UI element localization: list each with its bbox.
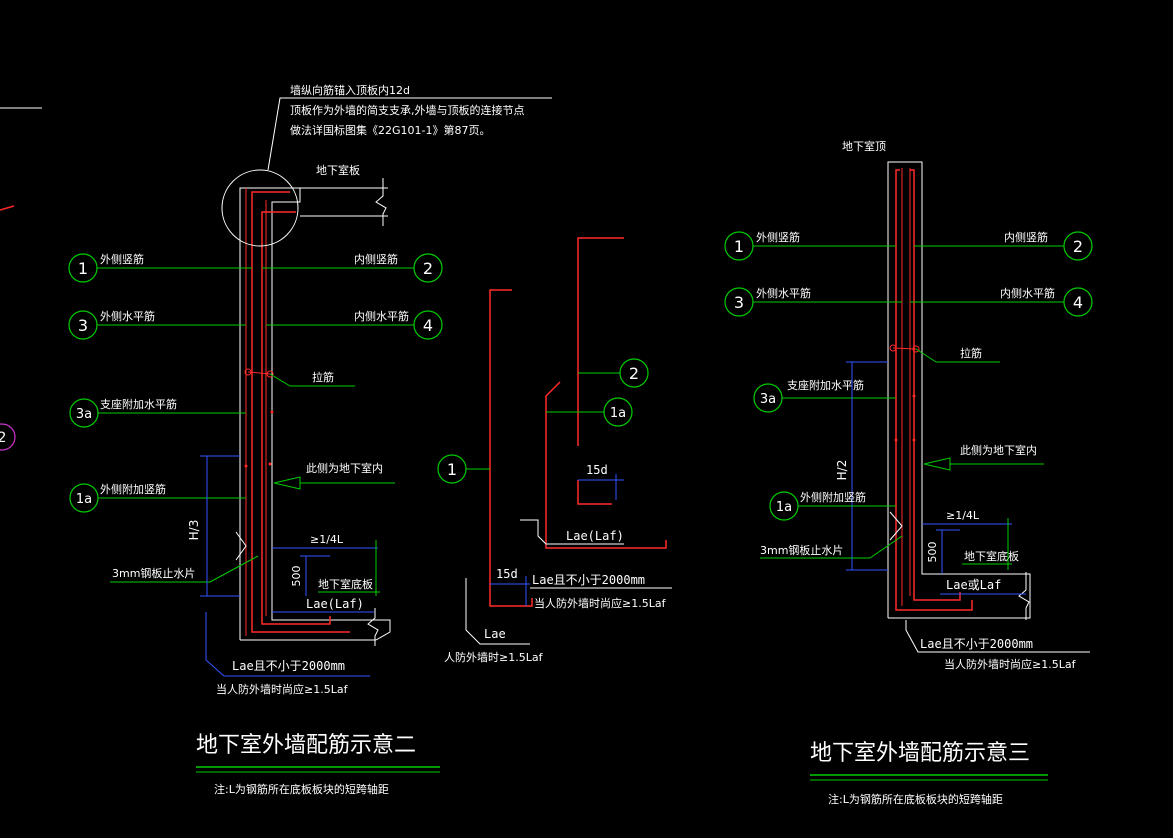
label-inner-horizontal: 内侧水平筋 bbox=[354, 309, 409, 323]
roof-label-three: 地下室顶 bbox=[842, 139, 886, 153]
drawing-two-title: 地下室外墙配筋示意二 bbox=[196, 733, 416, 758]
label-support-horizontal: 支座附加水平筋 bbox=[100, 397, 177, 411]
rebar-inner bbox=[261, 211, 331, 625]
three-label-floor-slab: 地下室底板 bbox=[964, 549, 1019, 563]
three-label-basement-side: 此侧为地下室内 bbox=[960, 443, 1037, 457]
three-label-inner-horizontal: 内侧水平筋 bbox=[1000, 286, 1055, 300]
label-tie-bar: 拉筋 bbox=[312, 370, 334, 384]
three-label-quarter-span: ≥1/4L bbox=[946, 509, 980, 522]
three-label-civil-defense: 当人防外墙时尚应≥1.5Laf bbox=[944, 657, 1077, 671]
label-inner-vertical: 内侧竖筋 bbox=[354, 252, 398, 266]
label-h-third: H/3 bbox=[187, 520, 201, 541]
marker-3a: 3a bbox=[76, 407, 92, 422]
top-note-line2: 顶板作为外墙的简支支承,外墙与顶板的连接节点 bbox=[290, 103, 525, 117]
drawing-three: 地下室顶 1 外侧竖筋 2 内侧竖筋 3 外侧水平筋 4 内侧水平筋 bbox=[724, 139, 1093, 806]
slab-break-top bbox=[375, 178, 387, 226]
middle-lae-min: Lae且不小于2000mm bbox=[532, 573, 645, 587]
label-outer-additional: 外侧附加竖筋 bbox=[100, 482, 166, 496]
middle-lae: Lae bbox=[484, 627, 506, 641]
drawing-three-title: 地下室外墙配筋示意三 bbox=[810, 741, 1030, 766]
label-lae-min: Lae且不小于2000mm bbox=[232, 659, 345, 673]
label-civil-defense: 当人防外墙时尚应≥1.5Laf bbox=[216, 682, 349, 696]
drawing-two-note: 注:L为钢筋所在底板板块的短跨轴距 bbox=[214, 782, 389, 796]
top-note-line1: 墙纵向筋锚入顶板内12d bbox=[290, 83, 410, 97]
middle-15d-upper: 15d bbox=[586, 463, 608, 477]
three-label-outer-vertical: 外侧竖筋 bbox=[756, 230, 800, 244]
rebar-outer bbox=[251, 191, 350, 633]
label-lae-laf: Lae(Laf) bbox=[306, 597, 364, 611]
three-label-h-half: H/2 bbox=[835, 460, 849, 481]
label-quarter-span: ≥1/4L bbox=[310, 533, 344, 546]
marker-4: 4 bbox=[423, 316, 433, 335]
three-marker-1: 1 bbox=[734, 237, 744, 256]
left-edge-fragments: 2 bbox=[0, 107, 42, 451]
middle-lae-laf: Lae(Laf) bbox=[566, 529, 624, 543]
top-note-line3: 做法详国标图集《22G101-1》第87页。 bbox=[290, 123, 490, 137]
three-label-lae-or-laf: Lae或Laf bbox=[946, 578, 1001, 592]
marker-circle bbox=[603, 397, 633, 427]
roof-label: 地下室板 bbox=[316, 163, 360, 177]
middle-civil-defense-left: 当人防外墙时尚应≥1.5Laf bbox=[534, 596, 667, 610]
three-marker-1a: 1a bbox=[776, 500, 792, 515]
middle-marker-1a: 1a bbox=[610, 406, 626, 421]
wall-outline-three bbox=[887, 161, 1031, 619]
three-label-water-stop: 3mm钢板止水片 bbox=[760, 543, 843, 557]
three-marker-2: 2 bbox=[1073, 237, 1083, 256]
label-floor-slab: 地下室底板 bbox=[318, 577, 373, 591]
marker-circle bbox=[619, 358, 649, 388]
three-marker-3a: 3a bbox=[760, 392, 776, 407]
drawing-three-note: 注:L为钢筋所在底板板块的短跨轴距 bbox=[828, 792, 1003, 806]
marker-circle bbox=[437, 454, 467, 484]
three-label-outer-horizontal: 外侧水平筋 bbox=[756, 286, 811, 300]
three-label-lae-min: Lae且不小于2000mm bbox=[920, 637, 1033, 651]
marker-2: 2 bbox=[423, 259, 433, 278]
label-outer-vertical: 外侧竖筋 bbox=[100, 252, 144, 266]
middle-civil-defense-short: 人防外墙时≥1.5Laf bbox=[444, 650, 544, 664]
slab-break-three bbox=[1018, 572, 1030, 620]
middle-marker-1: 1 bbox=[447, 460, 457, 479]
three-label-500: 500 bbox=[926, 542, 939, 563]
corner-detail-circle bbox=[221, 169, 299, 247]
marker-3: 3 bbox=[78, 316, 88, 335]
three-marker-4: 4 bbox=[1073, 293, 1083, 312]
label-500: 500 bbox=[290, 566, 303, 587]
marker-1: 1 bbox=[78, 259, 88, 278]
three-label-inner-vertical: 内侧竖筋 bbox=[1004, 230, 1048, 244]
middle-marker-2: 2 bbox=[629, 364, 639, 383]
edge-marker-circle bbox=[0, 423, 16, 451]
three-label-tie-bar: 拉筋 bbox=[960, 346, 982, 360]
detail-middle: 2 1a 1 15d Lae(Laf) 15d Lae且不小于2000mm 当人… bbox=[437, 237, 672, 664]
hook-rebar bbox=[545, 381, 667, 549]
wall-outline bbox=[239, 187, 391, 641]
three-label-outer-additional: 外侧附加竖筋 bbox=[800, 490, 866, 504]
drawing-two: 墙纵向筋锚入顶板内12d 顶板作为外墙的简支支承,外墙与顶板的连接节点 做法详国… bbox=[68, 83, 552, 796]
label-outer-horizontal: 外侧水平筋 bbox=[100, 309, 155, 323]
label-basement-side: 此侧为地下室内 bbox=[306, 461, 383, 475]
marker-1a: 1a bbox=[76, 492, 92, 507]
middle-15d-lower: 15d bbox=[496, 567, 518, 581]
three-marker-3: 3 bbox=[734, 293, 744, 312]
edge-marker-text: 2 bbox=[0, 430, 6, 446]
label-water-stop: 3mm钢板止水片 bbox=[112, 566, 195, 580]
three-label-support-horizontal: 支座附加水平筋 bbox=[787, 378, 864, 392]
slab-break-bottom bbox=[367, 608, 379, 646]
